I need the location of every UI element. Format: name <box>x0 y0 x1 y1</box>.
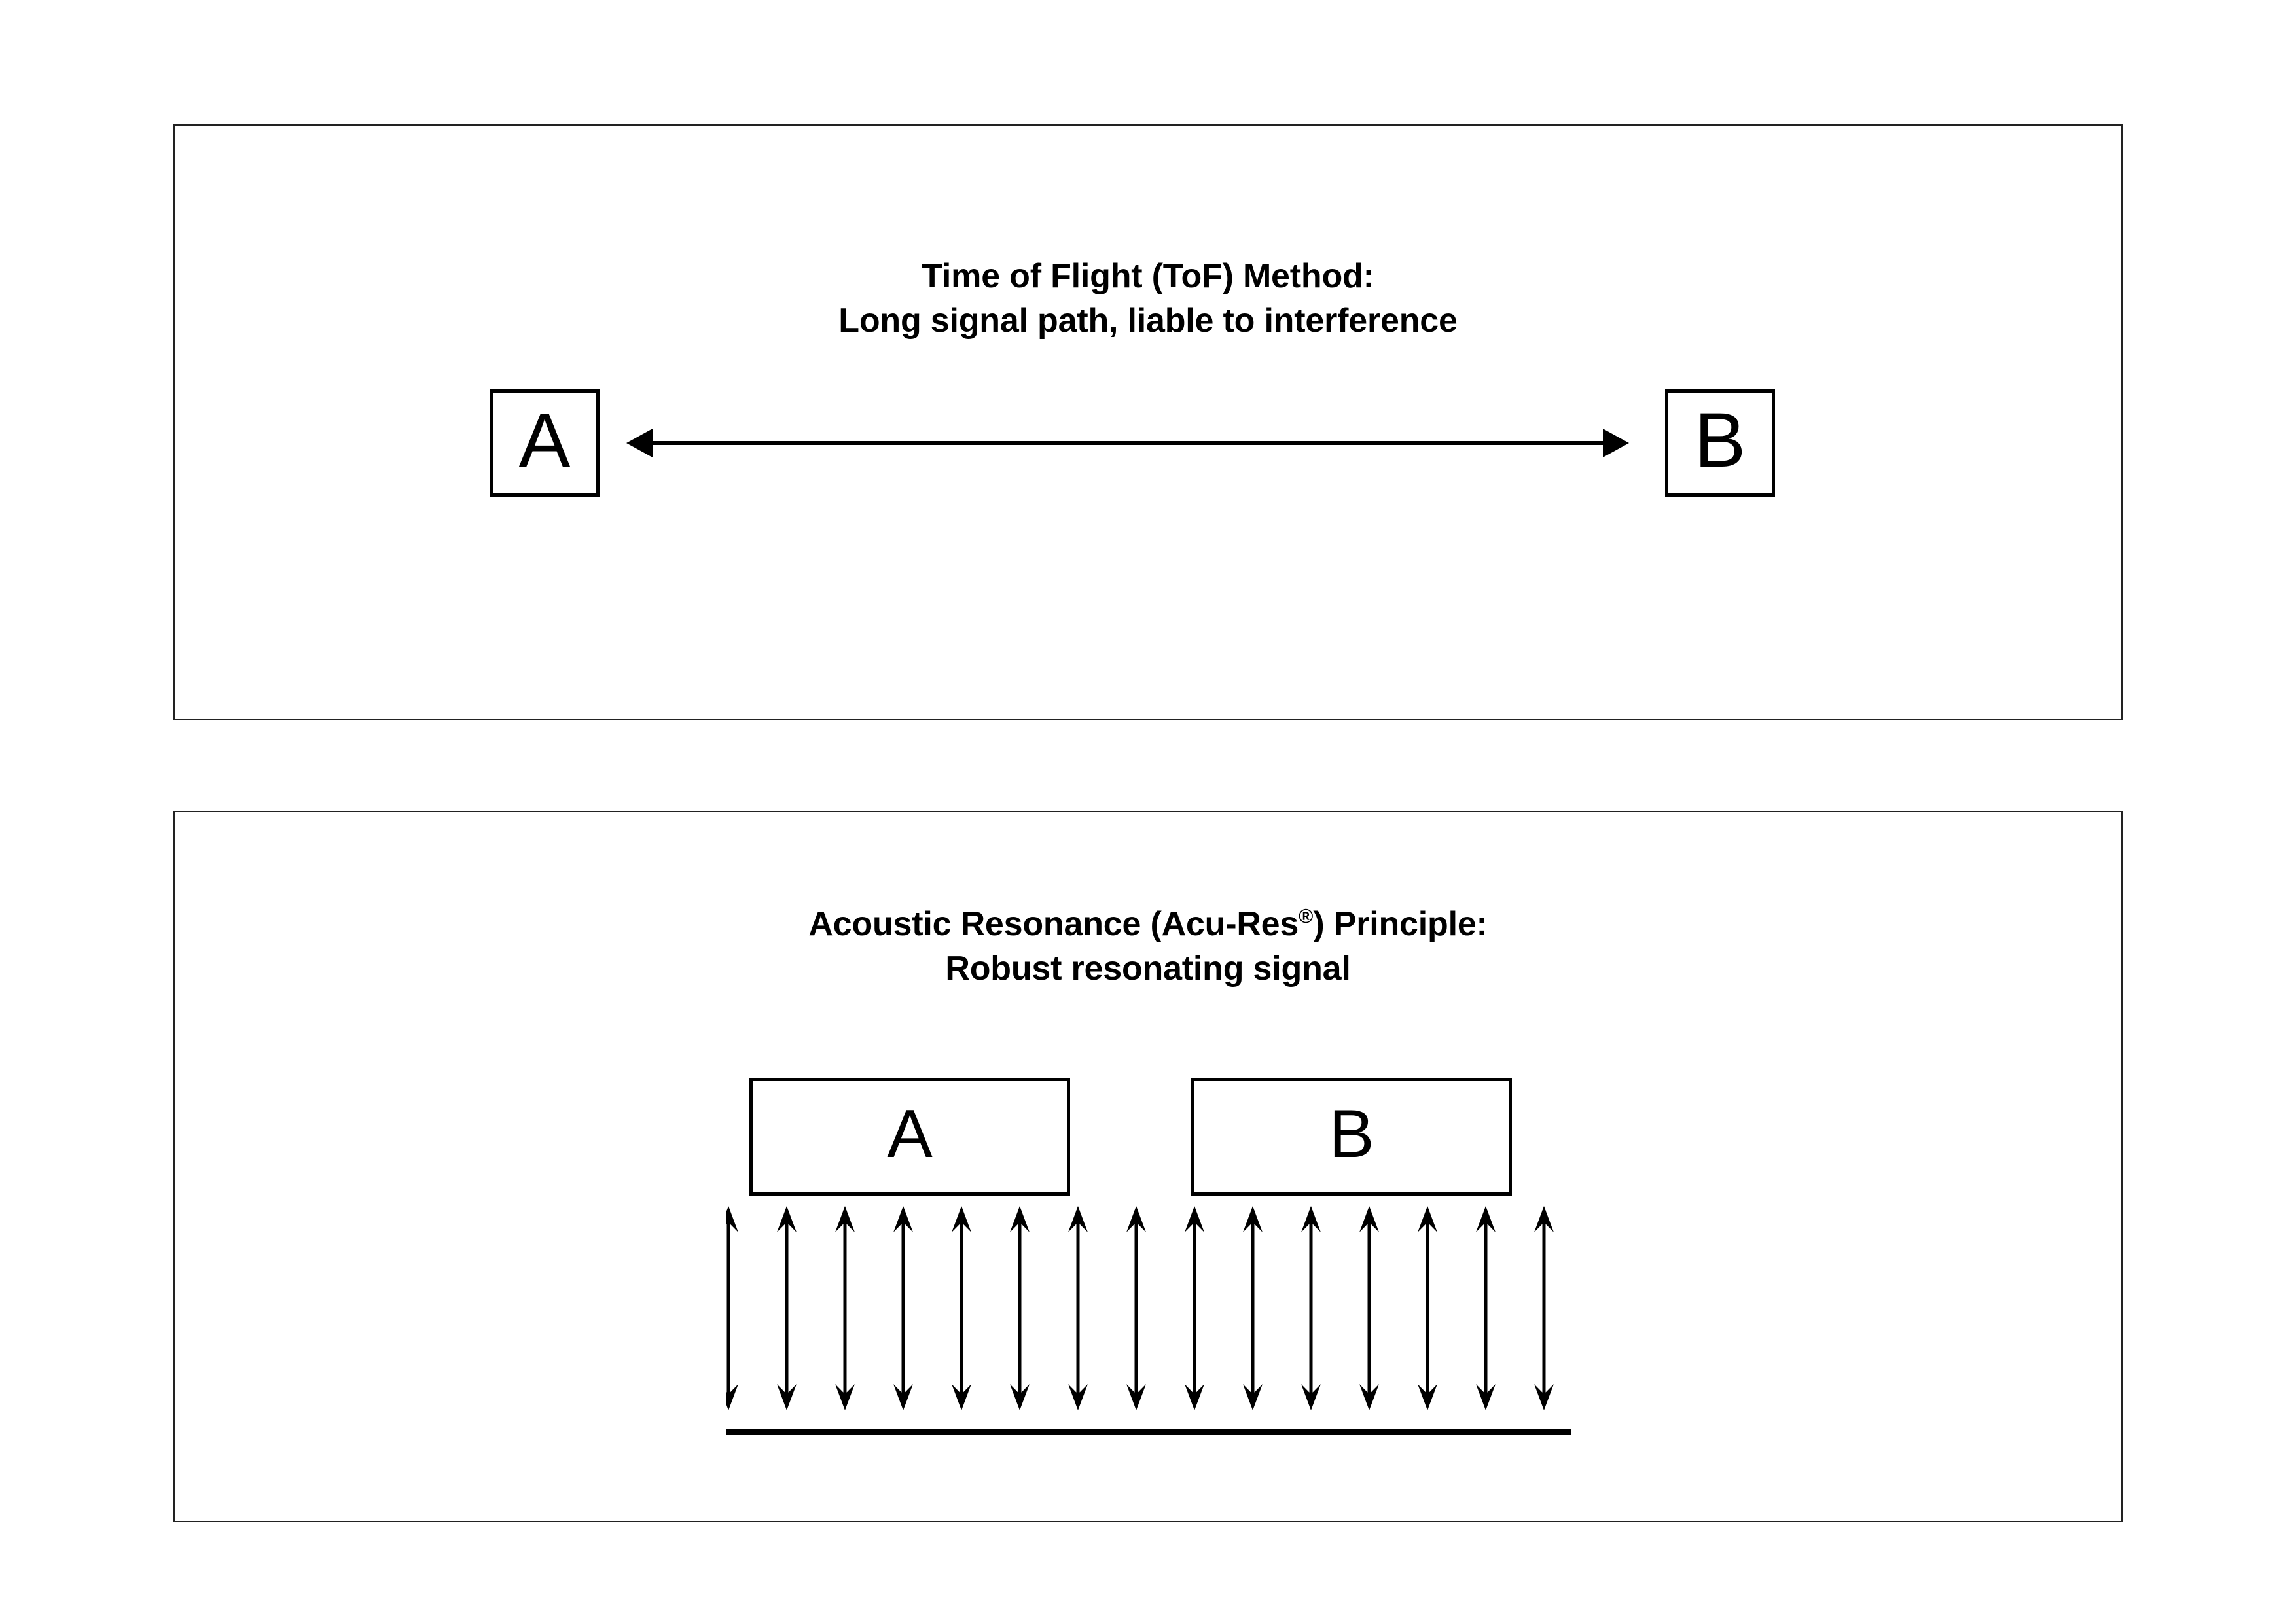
tof-node-a-label: A <box>518 397 571 484</box>
acures-resonance-arrow-icon <box>1243 1206 1263 1410</box>
acures-caption: Acoustic Resonance (Acu-Res®) Principle:… <box>175 902 2121 991</box>
acures-caption-line-1: Acoustic Resonance (Acu-Res®) Principle: <box>175 902 2121 947</box>
panel-acoustic-resonance: Acoustic Resonance (Acu-Res®) Principle:… <box>173 811 2123 1522</box>
panel-time-of-flight: Time of Flight (ToF) Method: Long signal… <box>173 124 2123 720</box>
acures-resonance-arrow-icon <box>1418 1206 1437 1410</box>
tof-node-a-box: A <box>490 389 600 497</box>
acures-resonance-arrows <box>726 1206 1554 1410</box>
acures-resonance-arrow-icon <box>1359 1206 1379 1410</box>
tof-node-b-label: B <box>1694 397 1746 484</box>
tof-signal-path-arrow-icon <box>626 429 1629 457</box>
acures-resonance-arrow-icon <box>1068 1206 1088 1410</box>
acures-resonance-arrow-icon <box>1476 1206 1496 1410</box>
acures-node-a-box: A <box>749 1078 1070 1196</box>
acures-caption-line-1-suffix: ) Principle: <box>1313 905 1488 943</box>
tof-caption-line-2: Long signal path, liable to interference <box>838 301 1458 340</box>
acures-resonance-arrow-icon <box>835 1206 855 1410</box>
acures-resonance-arrow-icon <box>777 1206 797 1410</box>
acures-node-b-label: B <box>1329 1096 1374 1172</box>
acures-node-b-box: B <box>1191 1078 1512 1196</box>
acures-resonance-arrow-icon <box>1185 1206 1204 1410</box>
tof-caption-line-1: Time of Flight (ToF) Method: <box>922 257 1374 295</box>
tof-caption: Time of Flight (ToF) Method: Long signal… <box>175 255 2121 343</box>
acures-caption-line-2: Robust resonating signal <box>945 949 1351 988</box>
acures-resonance-arrow-icon <box>726 1206 738 1410</box>
acures-resonance-arrow-field <box>726 1206 1571 1435</box>
tof-node-b-box: B <box>1665 389 1775 497</box>
acures-resonance-arrow-icon <box>1301 1206 1321 1410</box>
acures-resonance-arrow-icon <box>1010 1206 1030 1410</box>
acures-resonance-arrow-icon <box>893 1206 913 1410</box>
registered-trademark-icon: ® <box>1299 906 1314 928</box>
acures-resonance-arrow-icon <box>1126 1206 1146 1410</box>
acures-node-a-label: A <box>887 1096 933 1172</box>
acures-resonance-arrow-icon <box>1534 1206 1554 1410</box>
acures-resonance-arrow-icon <box>952 1206 971 1410</box>
acures-caption-line-1-prefix: Acoustic Resonance (Acu-Res <box>808 905 1299 943</box>
